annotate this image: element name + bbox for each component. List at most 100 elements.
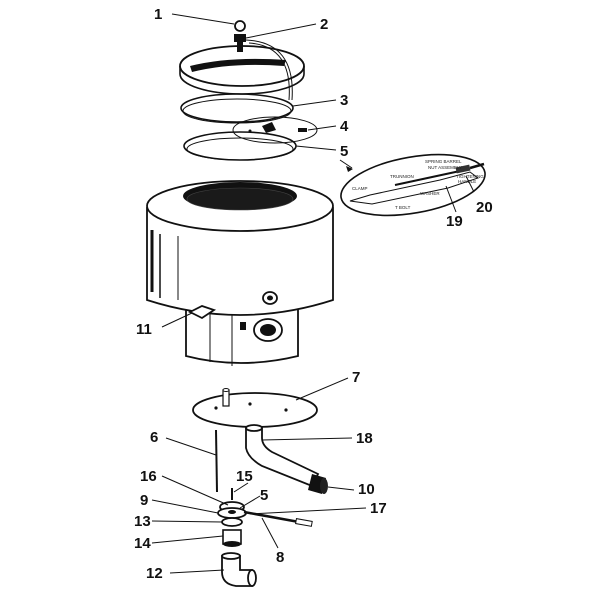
callout-14: 14: [134, 535, 151, 552]
gasket-4: [232, 116, 318, 144]
label-spring-barrel: SPRING BARREL: [425, 159, 462, 164]
knob: [234, 20, 246, 32]
leader-2: [245, 23, 317, 39]
nut-hole: [228, 510, 236, 514]
callout-15: 15: [236, 468, 253, 485]
leader-10: [327, 486, 355, 491]
callout-5-upper: 5: [340, 143, 348, 160]
pipe-elbow-18: [245, 424, 328, 494]
o-ring-3: [180, 93, 294, 124]
filter-tank: [146, 180, 334, 366]
clamp-inset: SPRING BARREL NUT ASSEMBLY TRUNNION CLAM…: [339, 153, 486, 217]
callout-4: 4: [340, 118, 349, 135]
callout-numbers: 1 2 3 4 5 20 19 11 7 6 18 16 15 5 10 9 1…: [134, 6, 493, 582]
callout-7: 7: [352, 369, 360, 386]
clamp-band: [349, 171, 480, 205]
callout-2: 2: [320, 16, 328, 33]
t-bolt-shaft: [394, 170, 461, 186]
spring-barrel: [455, 164, 471, 174]
leader-lines: [151, 13, 475, 574]
ring-inner: [186, 137, 294, 161]
pipe-end-10: [320, 478, 328, 494]
base-fitting: [240, 322, 246, 330]
plate-hole-2: [248, 402, 252, 406]
tank-body: [146, 207, 334, 316]
ring-13: [221, 517, 243, 527]
leader-19: [445, 185, 457, 213]
elbow-12-outlet: [247, 569, 257, 587]
elbow-12-top: [221, 552, 241, 560]
label-trunnion: TRUNNION: [390, 174, 414, 179]
leader-11: [161, 312, 193, 328]
coupler-base: [223, 541, 241, 547]
valve-tube-inner: [248, 42, 290, 101]
gasket-tab: [262, 122, 276, 133]
leader-14: [151, 535, 224, 544]
callout-1: 1: [154, 6, 162, 23]
leader-3: [292, 99, 337, 107]
ring-outer: [183, 131, 297, 161]
leader-18: [261, 437, 353, 441]
label-handle: HANDLE: [458, 179, 476, 184]
air-valve-stem: [237, 42, 243, 52]
callout-18: 18: [356, 430, 373, 447]
valve-tube: [245, 39, 293, 101]
leader-15: [233, 482, 249, 493]
gasket-slot: [298, 128, 307, 132]
rod-tip: [295, 518, 313, 527]
tank-base: [185, 299, 299, 364]
standpipe-cap: [222, 388, 230, 392]
gasket-plate: [232, 116, 318, 144]
tightening-handle: [469, 162, 485, 170]
tank-opening-inner: [186, 187, 294, 211]
plate-disc: [192, 392, 318, 428]
label-washer: WASHER: [420, 191, 440, 196]
callout-11: 11: [136, 321, 152, 338]
plate-standpipe: [222, 389, 230, 407]
label-clamp: CLAMP: [352, 186, 368, 191]
leader-16: [161, 475, 229, 506]
ring-5: [183, 131, 297, 161]
callout-20: 20: [476, 199, 493, 216]
leader-5a: [295, 145, 337, 151]
leader-6: [165, 437, 217, 456]
lid-stripe: [190, 58, 286, 72]
leader-4: [307, 125, 337, 131]
leader-12: [169, 569, 225, 574]
label-tightening: TIGHTENING: [456, 174, 484, 179]
plate-hole-1: [214, 406, 218, 410]
leader-9: [151, 499, 219, 514]
leader-17: [249, 507, 367, 515]
leader-5b: [239, 495, 261, 509]
callout-10: 10: [358, 481, 375, 498]
elbow-12: [221, 555, 253, 587]
leader-8: [261, 517, 279, 549]
elbow-top: [245, 424, 263, 432]
inset-oval: [340, 153, 486, 217]
leader-7: [295, 377, 349, 401]
callout-17: 17: [370, 500, 387, 517]
air-valve: [234, 34, 246, 42]
lid-assembly: [179, 20, 305, 101]
gauge-port-hole: [267, 295, 273, 301]
callout-8: 8: [276, 549, 284, 566]
elbow-pipe: [245, 427, 320, 488]
callout-12: 12: [146, 565, 163, 582]
callout-19: 19: [446, 213, 463, 230]
o-ring-outer: [180, 93, 294, 123]
inset-arrow: [346, 166, 353, 172]
label-nut-assembly: NUT ASSEMBLY: [428, 165, 462, 170]
lateral-plate-7: [192, 388, 318, 428]
callout-6: 6: [150, 429, 158, 446]
drain-port-hole: [260, 324, 276, 336]
callout-13: 13: [134, 513, 151, 530]
callout-16: 16: [140, 468, 157, 485]
tank-label-plate: [187, 305, 217, 320]
callout-3: 3: [340, 92, 348, 109]
plate-hole-3: [284, 408, 288, 412]
inset-pointer: [339, 159, 353, 169]
o-ring-inner: [182, 98, 292, 124]
callout-9: 9: [140, 492, 148, 509]
